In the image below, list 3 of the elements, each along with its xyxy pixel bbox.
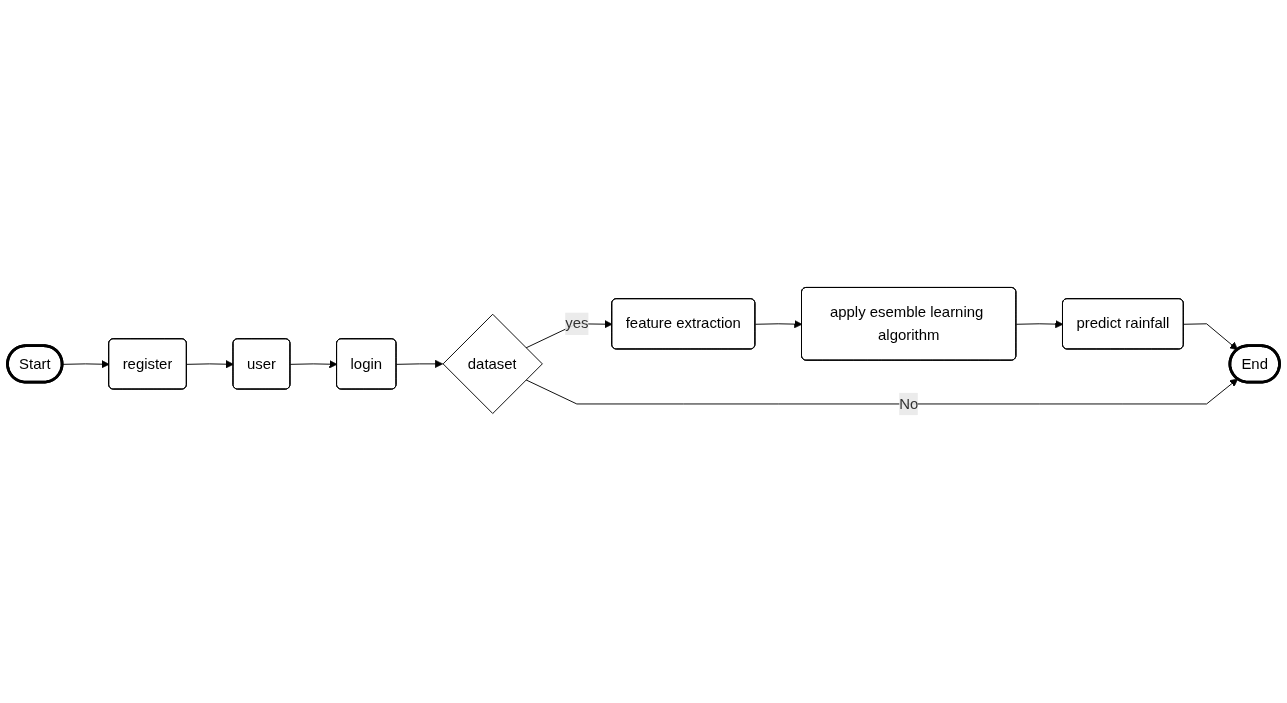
edge-label: No (899, 395, 919, 412)
edge-label: yes (565, 315, 589, 332)
node-diamond: dataset (442, 314, 543, 415)
